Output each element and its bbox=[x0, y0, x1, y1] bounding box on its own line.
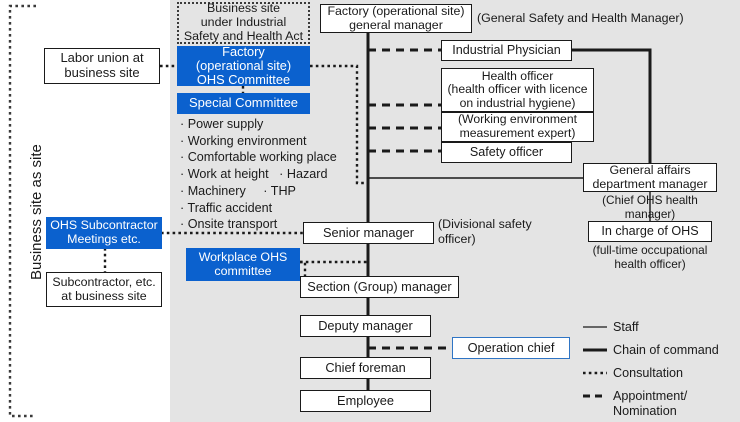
business-site-as-site-label: Business site as site bbox=[28, 144, 45, 280]
node-chief-foreman[interactable]: Chief foreman bbox=[300, 357, 431, 379]
node-health-officer[interactable]: Health officer (health officer with lice… bbox=[441, 68, 594, 112]
node-factory-general-manager[interactable]: Factory (operational site) general manag… bbox=[320, 4, 472, 33]
legend-label-staff: Staff bbox=[613, 320, 639, 334]
legend-label-consultation: Consultation bbox=[613, 366, 684, 380]
node-workplace-ohs-committee[interactable]: Workplace OHS committee bbox=[186, 248, 300, 281]
special-committee-items: · Power supply · Working environment · C… bbox=[180, 117, 337, 232]
node-operation-chief[interactable]: Operation chief bbox=[452, 337, 570, 359]
node-section-group-manager[interactable]: Section (Group) manager bbox=[300, 276, 459, 298]
node-deputy-manager[interactable]: Deputy manager bbox=[300, 315, 431, 337]
node-subcontractor-at-site[interactable]: Subcontractor, etc. at business site bbox=[46, 272, 162, 307]
link-committee-to-trunk bbox=[310, 64, 368, 185]
node-labor-union[interactable]: Labor union at business site bbox=[44, 48, 160, 84]
node-senior-manager[interactable]: Senior manager bbox=[303, 222, 434, 244]
node-in-charge-of-ohs[interactable]: In charge of OHS bbox=[588, 221, 712, 242]
annotation-full-time-health-officer: (full-time occupational health officer) bbox=[592, 243, 708, 271]
legend-label-appointment-nomination: Appointment/ Nomination bbox=[613, 389, 688, 418]
node-ohs-subcontractor-meetings[interactable]: OHS Subcontractor Meetings etc. bbox=[46, 217, 162, 249]
link-physician-general-affairs bbox=[572, 48, 652, 163]
node-factory-ohs-committee[interactable]: Factory (operational site) OHS Committee bbox=[177, 44, 310, 87]
business-site-bracket bbox=[8, 4, 36, 418]
node-general-affairs-manager[interactable]: General affairs department manager bbox=[583, 163, 717, 192]
annotation-chief-ohs-health-manager: (Chief OHS health manager) bbox=[602, 193, 698, 221]
legend-label-chain-of-command: Chain of command bbox=[613, 343, 719, 357]
annotation-divisional-safety-officer: (Divisional safety officer) bbox=[438, 217, 532, 246]
node-working-environment-expert[interactable]: (Working environment measurement expert) bbox=[441, 112, 594, 142]
annotation-general-safety-health-manager: (General Safety and Health Manager) bbox=[477, 11, 684, 25]
node-safety-officer[interactable]: Safety officer bbox=[441, 142, 572, 163]
node-industrial-physician[interactable]: Industrial Physician bbox=[441, 40, 572, 61]
region-site-under-act: Business site under Industrial Safety an… bbox=[177, 1, 310, 44]
node-special-committee[interactable]: Special Committee bbox=[177, 93, 310, 114]
node-employee[interactable]: Employee bbox=[300, 390, 431, 412]
